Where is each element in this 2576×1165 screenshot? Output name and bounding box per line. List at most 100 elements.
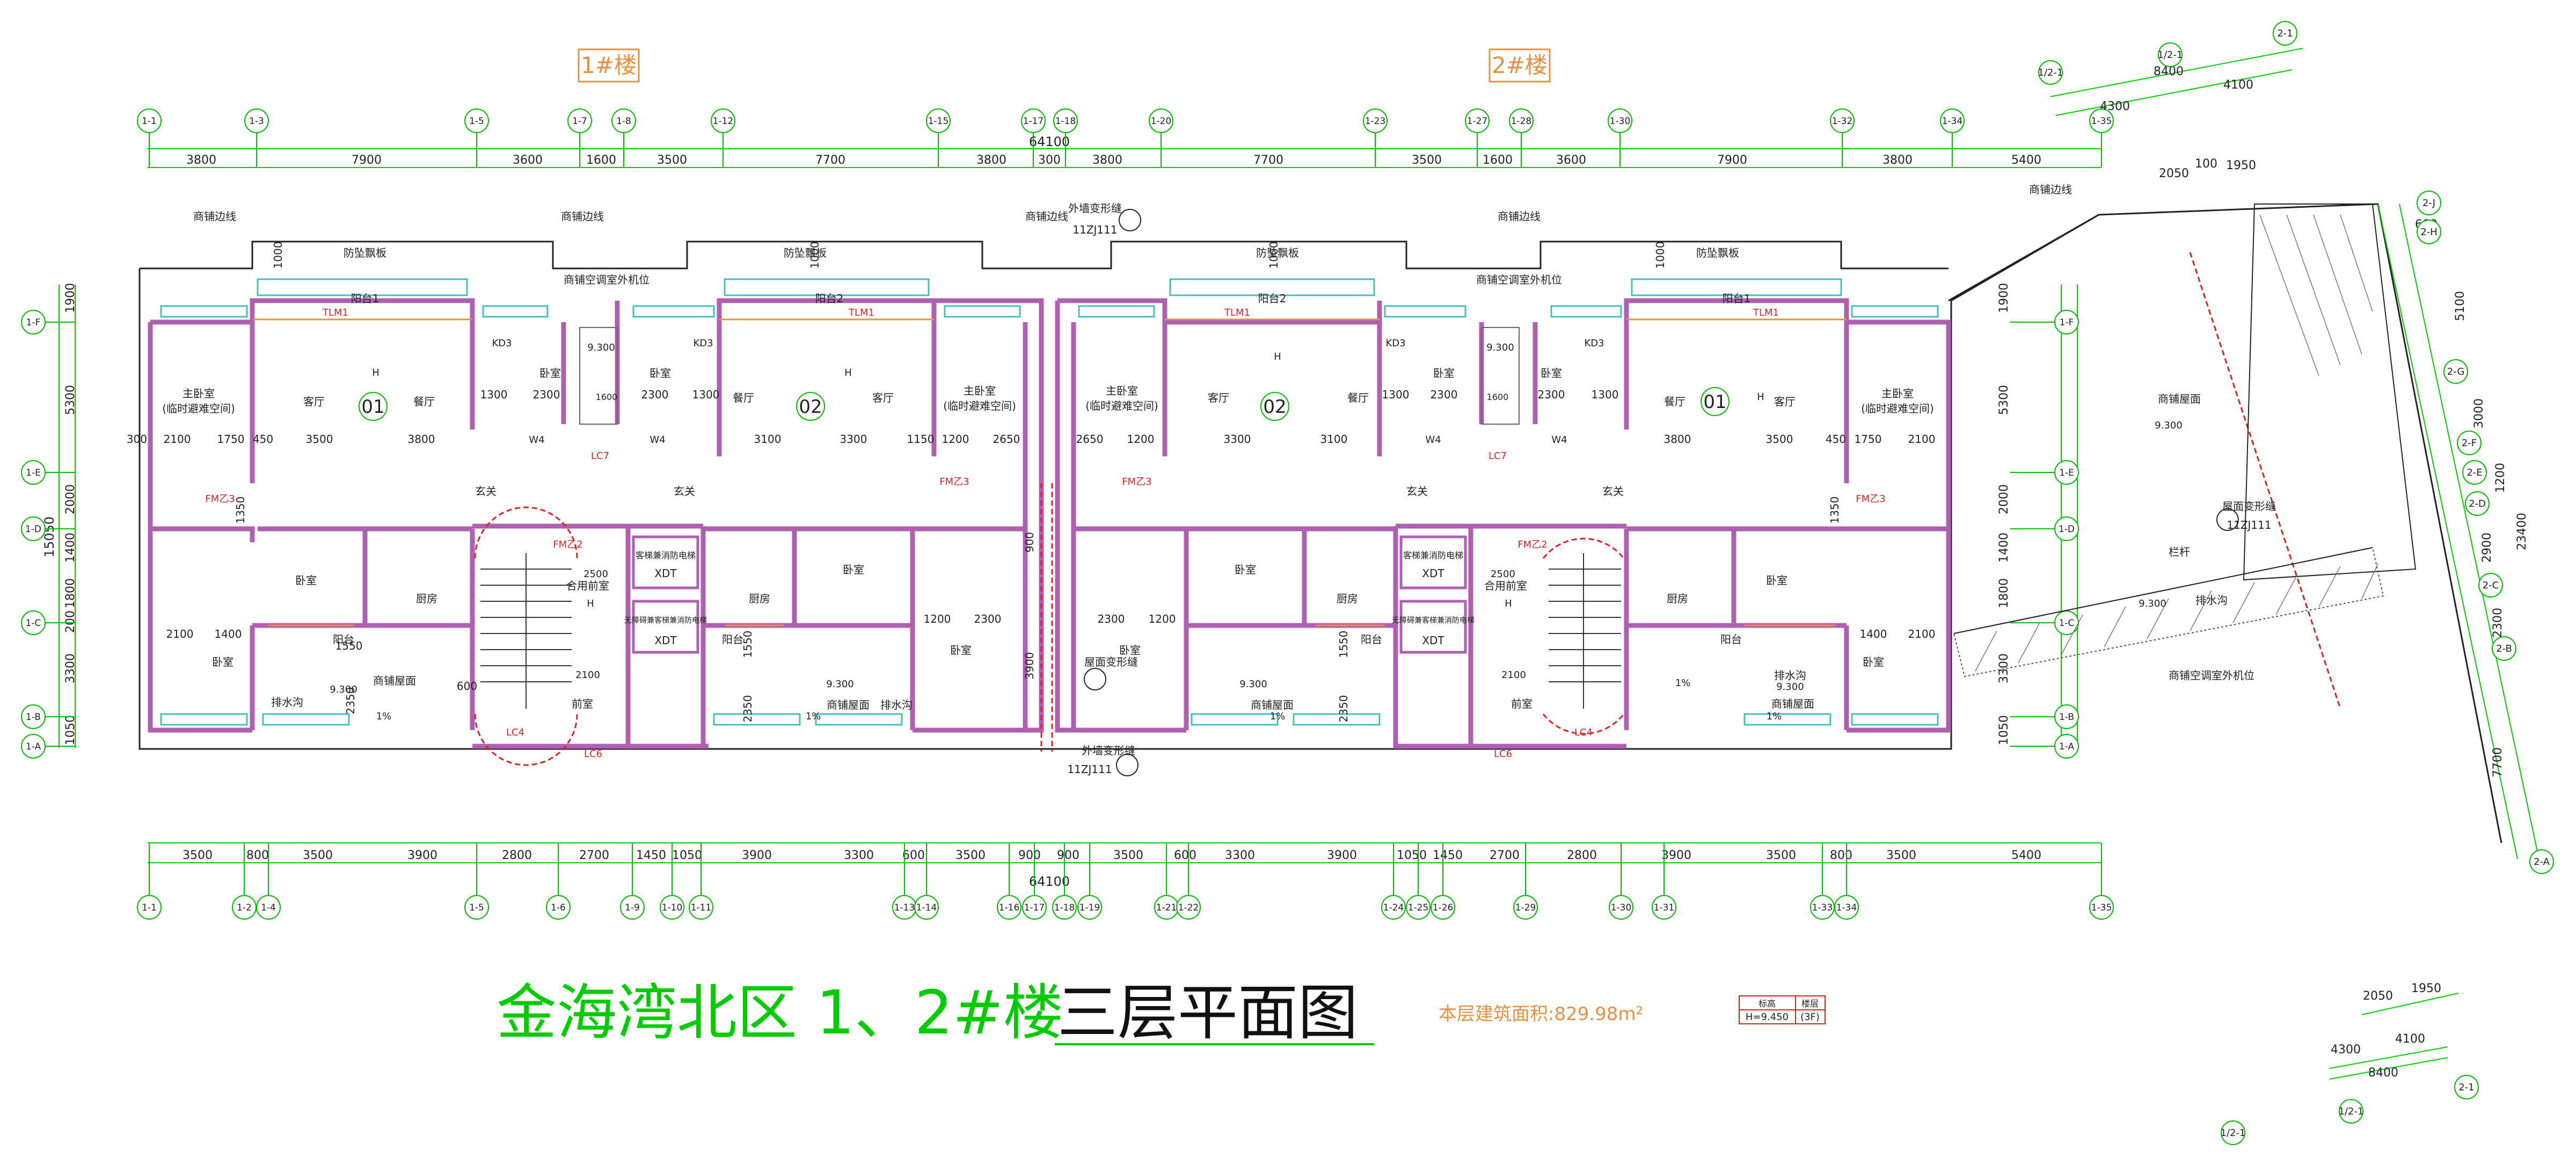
code-pct-5: 1% [1767, 711, 1782, 722]
axis-label: 1-7 [572, 116, 587, 127]
code-pct-1: 1% [376, 711, 392, 722]
code-elev-6: 9.300 [1776, 681, 1804, 693]
axis-label: 1-32 [1832, 116, 1853, 127]
axis-label: 1-C [26, 618, 41, 629]
idim-50: 2350 [1337, 695, 1350, 723]
floor-area-text: 本层建筑面积:829.98m² [1439, 1003, 1643, 1025]
drawing-title-project: 金海湾北区 1、2#楼 [497, 978, 1063, 1048]
idim-26: 450 [1826, 433, 1846, 446]
dim-diag-top-2: 4100 [2223, 78, 2253, 92]
dim-diag-right-7: 23400 [2515, 513, 2529, 550]
axis-bubble-1-A: 1-A [2010, 734, 2079, 759]
idim-3: 1750 [217, 433, 245, 446]
axis-label: 1-30 [1610, 116, 1631, 127]
roof-hatch [1975, 214, 2378, 672]
level-table-v2: (3F) [1800, 1011, 1820, 1023]
label-balcony2-b: 阳台2 [1258, 292, 1287, 305]
axis-bubble-1-6: 1-6 [546, 843, 571, 920]
code-elev-8: 9.300 [2139, 598, 2166, 609]
code-tlm-3: TLM1 [1224, 307, 1250, 318]
code-k-4: KD3 [1584, 338, 1604, 349]
unit-numbers: 01 02 02 01 [359, 387, 1730, 421]
drawing-title-floor: 三层平面图 [1057, 978, 1358, 1048]
label-balcony2-a: 阳台2 [815, 292, 844, 305]
idim-9: 2300 [641, 388, 669, 401]
axis-label: 1-6 [551, 902, 566, 913]
svg-text:02: 02 [1263, 396, 1286, 418]
unit-number-3: 02 [1260, 392, 1289, 421]
label-entry-2: 玄关 [674, 485, 695, 498]
axis-label: 1-C [2059, 618, 2075, 629]
label-master-3: 主卧室 [1106, 384, 1138, 397]
code-h-3: H [1274, 351, 1281, 362]
dim-bottom-2: 3500 [303, 849, 333, 862]
label-temp-2: (临时避难空间) [943, 399, 1016, 412]
dim-bottom-19: 1050 [1397, 849, 1427, 862]
axis-bubble-1-F: 1-F [2010, 310, 2079, 334]
axis-bubble-1-18: 1-18 [1053, 108, 1078, 168]
code-tlm-4: TLM1 [1753, 307, 1779, 318]
axis-label: 1-22 [1178, 902, 1199, 913]
svg-text:2-H: 2-H [2420, 227, 2437, 238]
label-bedroom-12: 卧室 [1863, 656, 1884, 668]
idim-2: 2100 [164, 433, 191, 446]
idim-39: 900 [1023, 532, 1036, 552]
idim-8: 2300 [533, 388, 560, 401]
idim-41: 1000 [808, 242, 821, 269]
dim-bottom-23: 3900 [1661, 849, 1691, 862]
dim-left-5: 200 [64, 610, 77, 633]
label-balcony-3: 阳台 [1361, 633, 1382, 646]
code-labels: TLM1 TLM1 TLM1 TLM1 KD3 KD3 KD3 KD3 W4 W… [205, 307, 2182, 760]
dim-top-8: 3800 [1092, 154, 1122, 167]
label-bedroom-1: 卧室 [539, 367, 561, 380]
label-stairhall-1: 前室 [572, 697, 593, 710]
diagonal-dimensions [2050, 48, 2539, 1080]
axis-label: 1-17 [1024, 902, 1045, 913]
axis-diag-2-F: 2-F [2457, 431, 2482, 455]
code-w-4: W4 [1551, 434, 1567, 446]
axis-label: 1-34 [1836, 902, 1857, 913]
code-h-1: H [372, 367, 380, 378]
dim-diag-bottom-0: 2050 [2363, 989, 2393, 1003]
label-hall-2: 合用前室 [1484, 579, 1527, 592]
axis-bubble-1-30: 1-30 [1609, 843, 1633, 920]
label-roof-2: 商铺屋面 [827, 698, 870, 711]
elevator-shafts [632, 535, 1467, 654]
dim-bottom-18: 3900 [1327, 849, 1357, 862]
dim-diag-bottom-4: 8400 [2368, 1066, 2398, 1080]
svg-text:01: 01 [1703, 391, 1726, 413]
dim-top-2: 3600 [513, 154, 543, 167]
code-h-5: H [587, 598, 594, 609]
idim-48: 2350 [344, 687, 357, 715]
right-dimension-texts: 1900 5300 2000 1400 1800 3300 1050 [1997, 283, 2011, 745]
axis-bubble-1-34: 1-34 [1940, 108, 1965, 168]
idim-23: 1300 [1592, 388, 1619, 401]
dim-diag-top-1: 4300 [2100, 100, 2130, 113]
dim-bottom-22: 2800 [1567, 849, 1597, 862]
axis-label: 1-21 [1156, 902, 1177, 913]
axis-bubble-1-25: 1-25 [1406, 843, 1431, 920]
dim-right-2: 2000 [1997, 484, 2011, 514]
axis-bubble-1-23: 1-23 [1363, 108, 1388, 168]
axis-bubble-1-D: 1-D [21, 516, 75, 541]
axis-label: 1-F [26, 317, 41, 328]
label-balcony1-a: 阳台1 [351, 292, 380, 305]
label-roof-1: 商铺屋面 [373, 674, 416, 687]
building2-label: 2#楼 [1492, 52, 1548, 78]
dim-bottom-9: 3300 [844, 849, 874, 862]
dim-top-11: 1600 [1483, 154, 1513, 167]
axis-label: 1-35 [2091, 902, 2112, 913]
axis-diag-top-left: 1/2-1 [2038, 60, 2063, 85]
idim-42: 1000 [1267, 242, 1280, 269]
label-ref-3: 11ZJ111 [1067, 763, 1112, 776]
idim-21: 2300 [1431, 388, 1458, 401]
axis-bubble-1-A: 1-A [21, 734, 75, 759]
axis-bubble-1-5: 1-5 [464, 108, 489, 168]
axis-bubble-1-F: 1-F [21, 310, 75, 334]
axis-diag-1/2-1: 1/2-1 [2158, 42, 2183, 67]
label-elevator2-b: 无障碍兼客梯兼消防电梯 [1392, 616, 1475, 625]
idim-19: 3100 [1320, 433, 1348, 446]
svg-text:2-C: 2-C [2483, 580, 2499, 591]
code-lc7-1: LC7 [591, 450, 609, 462]
